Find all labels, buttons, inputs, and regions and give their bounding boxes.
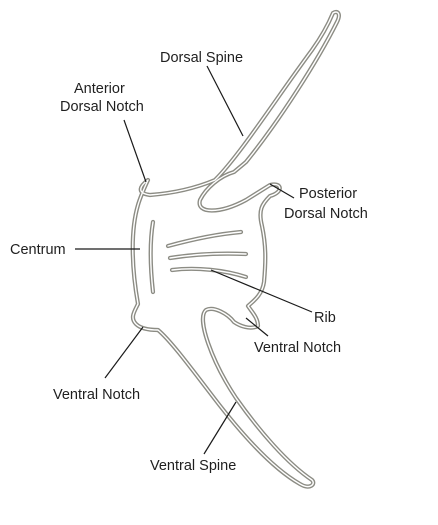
label-anterior-dorsal-notch-line1: Anterior: [74, 81, 125, 97]
label-anterior-dorsal-notch-line2: Dorsal Notch: [60, 99, 144, 115]
leader-rib: [211, 270, 312, 312]
label-rib: Rib: [314, 310, 336, 326]
leader-dorsal-spine: [207, 66, 243, 136]
label-ventral-notch-left: Ventral Notch: [53, 387, 140, 403]
label-posterior-dorsal-notch-line1: Posterior: [299, 186, 357, 202]
label-posterior-dorsal-notch-line2: Dorsal Notch: [284, 206, 368, 222]
label-ventral-spine: Ventral Spine: [150, 458, 236, 474]
leader-ventral-spine: [204, 402, 236, 454]
leader-ventral-notch-left: [105, 327, 143, 378]
label-dorsal-spine: Dorsal Spine: [160, 50, 243, 66]
label-ventral-notch-right: Ventral Notch: [254, 340, 341, 356]
vertebra-outline: [133, 12, 339, 487]
centrum-line: [151, 222, 153, 292]
rib-lines: [168, 232, 246, 277]
label-centrum: Centrum: [10, 242, 66, 258]
leader-anterior-dorsal-notch: [124, 120, 146, 182]
